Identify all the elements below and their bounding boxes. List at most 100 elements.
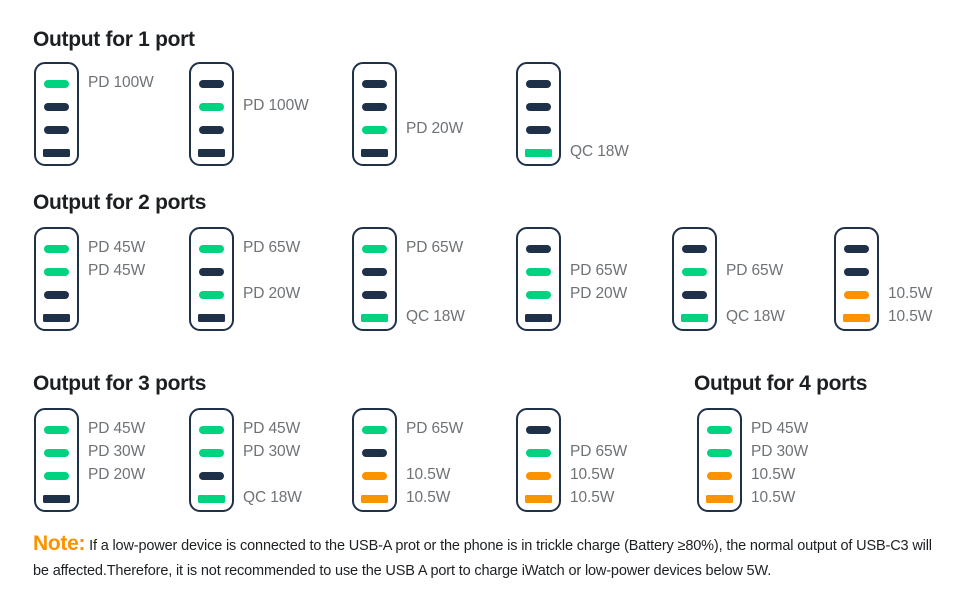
port-slot-band bbox=[36, 141, 77, 164]
port-usba-reduced bbox=[361, 494, 388, 503]
port-label-band bbox=[243, 305, 300, 328]
port-power-label: PD 100W bbox=[88, 73, 154, 91]
charger-body bbox=[672, 227, 717, 331]
charger-labels: PD 65W PD 20W bbox=[243, 227, 300, 328]
port-slot-band bbox=[354, 306, 395, 329]
charger-body bbox=[34, 408, 79, 512]
port-slot-band bbox=[36, 238, 77, 261]
port-slot-band bbox=[518, 261, 559, 284]
port-label-band: PD 65W bbox=[406, 417, 463, 440]
port-usbc-inactive bbox=[199, 125, 224, 134]
charger-device: PD 100W bbox=[34, 62, 154, 166]
port-usbc-active bbox=[44, 426, 69, 435]
charger-device: PD 65W QC 18W bbox=[672, 227, 785, 331]
port-slot-band bbox=[191, 119, 232, 142]
port-usbc-reduced bbox=[362, 471, 387, 480]
port-slot-band bbox=[518, 119, 559, 142]
port-label-band: 10.5W bbox=[888, 282, 932, 305]
port-label-band: PD 65W bbox=[726, 259, 785, 282]
port-slot-band bbox=[354, 261, 395, 284]
port-usba-active bbox=[525, 148, 552, 157]
note-prefix: Note: bbox=[33, 532, 86, 555]
port-label-band: PD 45W bbox=[88, 259, 145, 282]
port-slot-band bbox=[36, 119, 77, 142]
port-slot-band bbox=[699, 465, 740, 488]
port-usbc-active bbox=[707, 449, 732, 458]
port-label-band bbox=[570, 417, 627, 440]
port-usbc-inactive bbox=[44, 103, 69, 112]
port-label-band: PD 20W bbox=[243, 282, 300, 305]
port-usbc-inactive bbox=[362, 449, 387, 458]
port-usba-reduced bbox=[843, 313, 870, 322]
port-slot-band bbox=[354, 442, 395, 465]
charger-body bbox=[697, 408, 742, 512]
port-power-label: PD 65W bbox=[243, 238, 301, 256]
port-label-band: PD 65W bbox=[570, 259, 627, 282]
port-slot-band bbox=[699, 419, 740, 442]
port-power-label: PD 20W bbox=[570, 284, 628, 302]
port-label-band bbox=[888, 259, 932, 282]
port-usba-active bbox=[681, 313, 708, 322]
port-power-label: PD 45W bbox=[88, 238, 146, 256]
port-slot-band bbox=[354, 119, 395, 142]
port-usbc-inactive bbox=[44, 290, 69, 299]
port-label-band: 10.5W bbox=[751, 486, 808, 509]
port-usbc-active bbox=[362, 426, 387, 435]
port-slot-band bbox=[36, 261, 77, 284]
port-power-label: PD 20W bbox=[243, 284, 301, 302]
port-usbc-active bbox=[44, 268, 69, 277]
port-usbc-inactive bbox=[199, 80, 224, 89]
port-slot-band bbox=[191, 487, 232, 510]
port-slot-band bbox=[699, 487, 740, 510]
port-usba-active bbox=[361, 313, 388, 322]
port-usba-inactive bbox=[525, 313, 552, 322]
port-slot-band bbox=[354, 73, 395, 96]
port-usba-reduced bbox=[525, 494, 552, 503]
port-slot-band bbox=[674, 284, 715, 307]
section-heading-one-port: Output for 1 port bbox=[33, 28, 195, 51]
port-slot-band bbox=[518, 96, 559, 119]
port-slot-band bbox=[36, 442, 77, 465]
port-slot-band bbox=[191, 442, 232, 465]
port-usba-inactive bbox=[43, 313, 70, 322]
port-slot-band bbox=[518, 487, 559, 510]
port-slot-band bbox=[518, 306, 559, 329]
section-heading-four-ports: Output for 4 ports bbox=[694, 372, 868, 395]
port-power-label: PD 65W bbox=[726, 261, 784, 279]
port-label-band: 10.5W bbox=[888, 305, 932, 328]
port-label-band: QC 18W bbox=[726, 305, 785, 328]
port-slot-band bbox=[518, 419, 559, 442]
port-label-band: PD 45W bbox=[88, 236, 145, 259]
port-slot-band bbox=[518, 238, 559, 261]
charger-device: PD 45W PD 45W bbox=[34, 227, 145, 331]
port-power-label: PD 30W bbox=[88, 442, 146, 460]
port-label-band bbox=[888, 236, 932, 259]
port-label-band: 10.5W bbox=[406, 463, 463, 486]
port-label-band bbox=[243, 140, 309, 163]
port-label-band bbox=[243, 117, 309, 140]
port-power-label: PD 100W bbox=[243, 96, 309, 114]
note-text: If a low-power device is connected to th… bbox=[33, 538, 932, 579]
port-label-band bbox=[726, 282, 785, 305]
port-label-band: PD 100W bbox=[88, 71, 154, 94]
port-label-band bbox=[570, 117, 629, 140]
port-usbc-reduced bbox=[707, 471, 732, 480]
port-slot-band bbox=[191, 73, 232, 96]
charger-body bbox=[834, 227, 879, 331]
port-power-label: 10.5W bbox=[570, 465, 615, 483]
charger-labels: QC 18W bbox=[570, 62, 629, 163]
port-label-band: QC 18W bbox=[243, 486, 302, 509]
port-usbc-active bbox=[199, 426, 224, 435]
port-slot-band bbox=[354, 284, 395, 307]
port-power-label: 10.5W bbox=[751, 465, 796, 483]
port-usbc-inactive bbox=[199, 471, 224, 480]
note-block: Note: If a low-power device is connected… bbox=[33, 528, 949, 582]
charger-device: QC 18W bbox=[516, 62, 629, 166]
charger-device: PD 65W PD 20W bbox=[189, 227, 300, 331]
port-usbc-active bbox=[44, 245, 69, 254]
port-usbc-active bbox=[199, 103, 224, 112]
port-label-band bbox=[570, 305, 627, 328]
